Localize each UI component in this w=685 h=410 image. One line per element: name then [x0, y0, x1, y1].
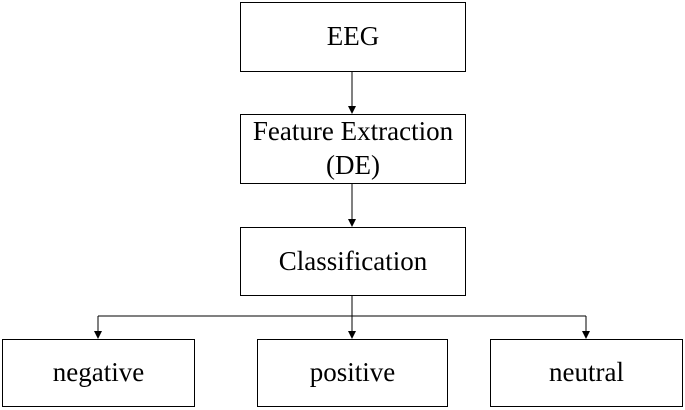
node-positive-label: positive	[309, 357, 396, 388]
node-feature-extraction-text: Feature Extraction (DE)	[253, 115, 453, 183]
node-feature-extraction-line2: (DE)	[326, 150, 380, 180]
node-feature-extraction: Feature Extraction (DE)	[240, 114, 466, 184]
node-feature-extraction-line1: Feature Extraction	[252, 116, 454, 147]
node-classification: Classification	[240, 227, 466, 296]
node-classification-label: Classification	[278, 245, 428, 276]
node-negative-label: negative	[52, 357, 145, 388]
node-positive: positive	[257, 339, 448, 407]
node-negative: negative	[2, 339, 195, 407]
node-neutral: neutral	[490, 339, 683, 407]
node-eeg: EEG	[240, 2, 466, 72]
node-neutral-label: neutral	[549, 357, 624, 388]
node-eeg-label: EEG	[326, 21, 380, 52]
